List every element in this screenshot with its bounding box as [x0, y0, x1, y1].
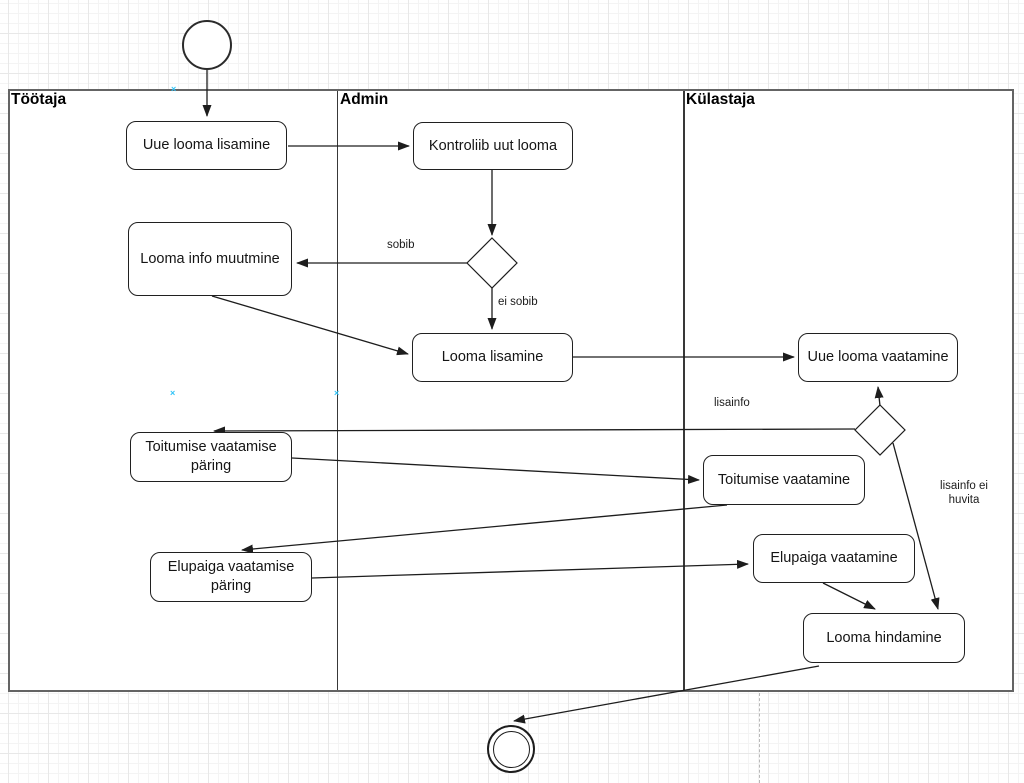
activity-looma-hindamine[interactable]: Looma hindamine	[803, 613, 965, 663]
lane-title-0: Töötaja	[11, 91, 67, 108]
end-node[interactable]	[487, 725, 535, 773]
node-label: Looma info muutmine	[140, 250, 280, 267]
edge-label-2: lisainfo	[714, 397, 750, 409]
lane-title-2: Külastaja	[686, 91, 755, 108]
node-label: Looma lisamine	[441, 349, 544, 366]
node-label: Elupaiga vaatamine	[770, 550, 898, 567]
node-label: Toitumise vaatamise päring	[145, 439, 277, 474]
activity-looma-lisamine[interactable]: Looma lisamine	[412, 333, 573, 382]
activity-toitumise-vaatamine[interactable]: Toitumise vaatamine	[703, 455, 865, 505]
activity-uue-looma-vaatamine[interactable]: Uue looma vaatamine	[798, 333, 958, 382]
page-boundary-dashed-line	[759, 693, 760, 783]
node-label: Uue looma lisamine	[142, 137, 271, 154]
edge-label-3: lisainfo ei huvita	[940, 480, 988, 507]
connection-point-marker-0: ×	[171, 84, 177, 94]
lane-divider-2[interactable]	[683, 91, 685, 690]
node-label: Kontroliib uut looma	[428, 137, 558, 154]
activity-elupaiga-vaatamine[interactable]: Elupaiga vaatamine	[753, 534, 915, 583]
start-node[interactable]	[182, 20, 232, 70]
activity-uue-looma-lisamine[interactable]: Uue looma lisamine	[126, 121, 287, 170]
node-label: Toitumise vaatamine	[717, 471, 851, 488]
node-label: Elupaiga vaatamise päring	[167, 559, 295, 594]
edge-label-1: ei sobib	[498, 296, 538, 308]
edge-label-0: sobib	[387, 239, 415, 251]
connection-point-marker-1: ×	[170, 388, 176, 398]
end-node-inner-ring	[492, 730, 530, 768]
lane-title-1: Admin	[340, 91, 389, 108]
activity-elupaiga-vaatamise-paring[interactable]: Elupaiga vaatamise päring	[150, 552, 312, 602]
lane-divider-1[interactable]	[337, 91, 338, 690]
node-label: Looma hindamine	[826, 629, 942, 646]
connection-point-marker-2: ×	[334, 388, 340, 398]
node-label: Uue looma vaatamine	[807, 349, 949, 366]
activity-kontroliib-uut-looma[interactable]: Kontroliib uut looma	[413, 122, 573, 170]
activity-toitumise-vaatamise-paring[interactable]: Toitumise vaatamise päring	[130, 432, 292, 482]
activity-looma-info-muutmine[interactable]: Looma info muutmine	[128, 222, 292, 296]
